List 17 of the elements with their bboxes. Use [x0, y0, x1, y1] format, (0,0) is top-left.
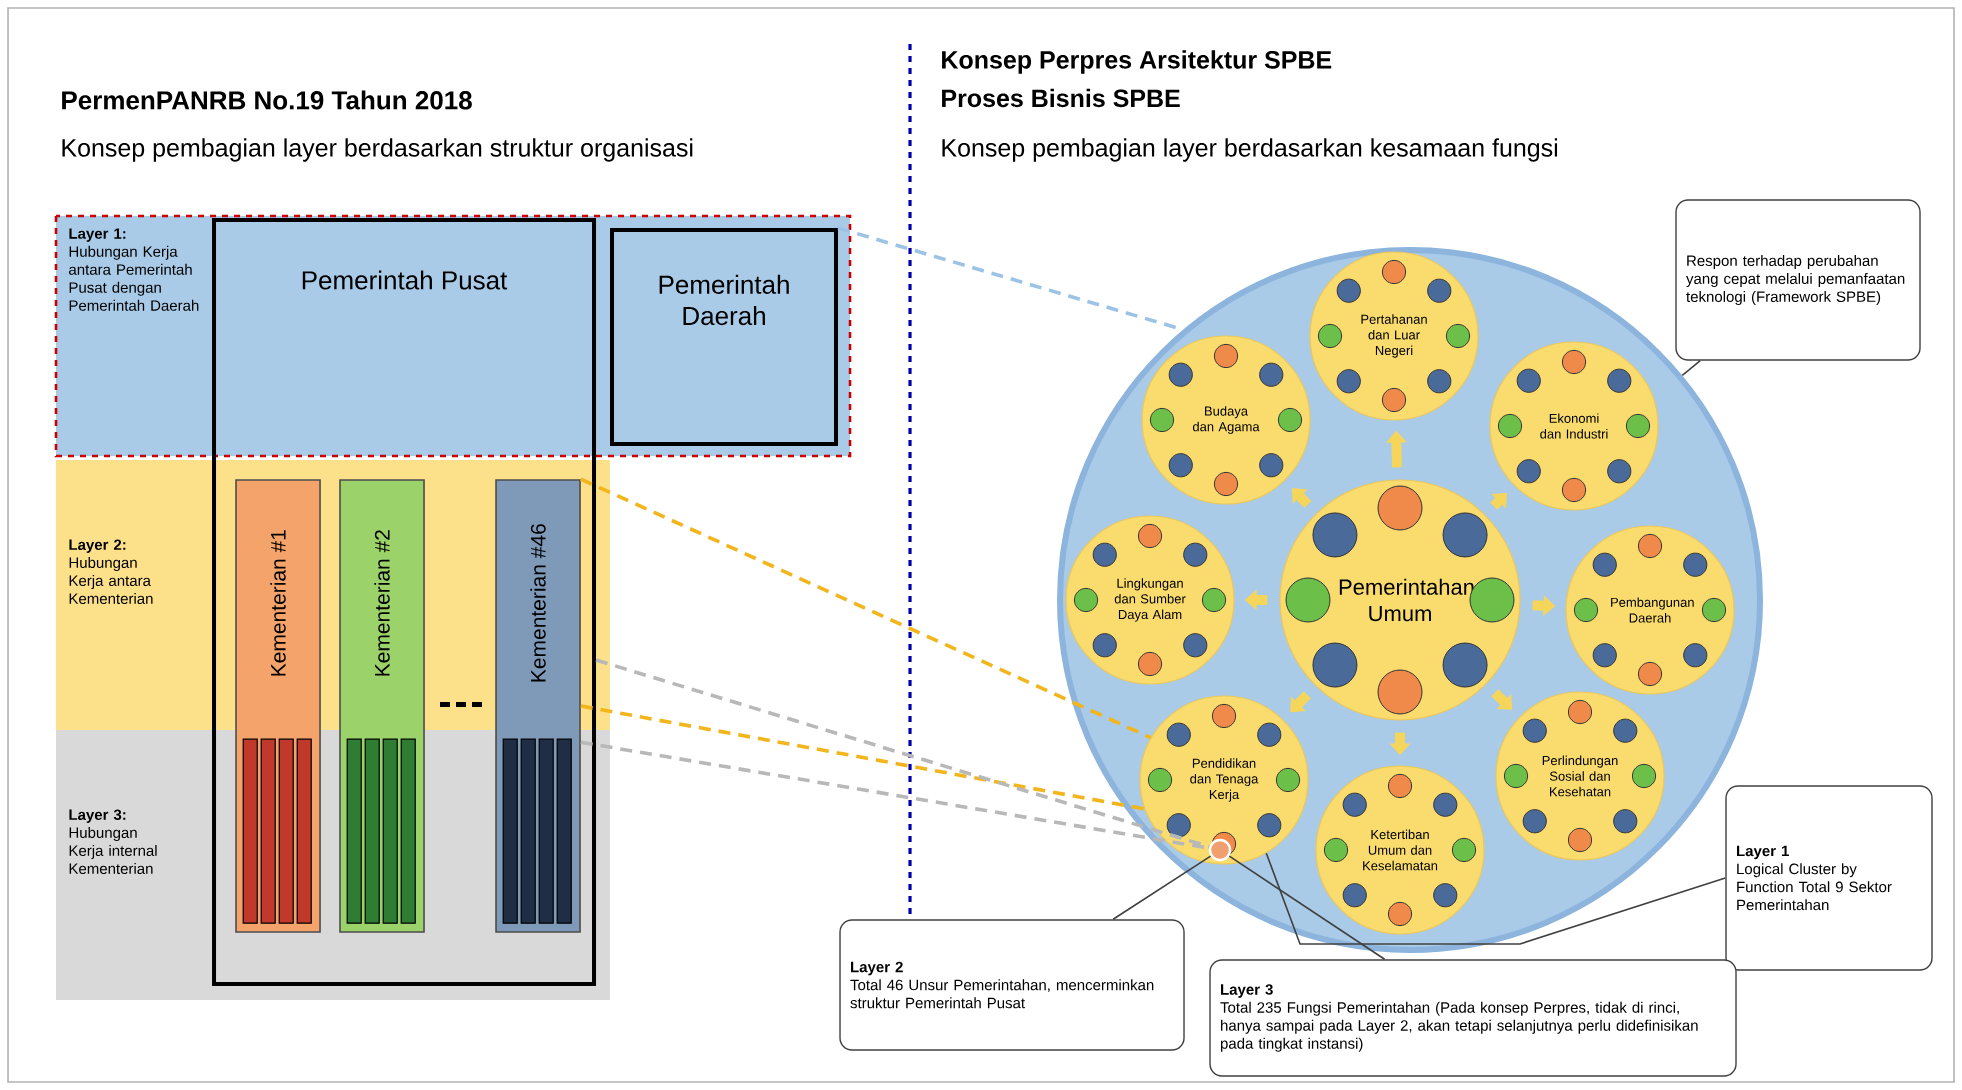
heading: PermenPANRB No.19 Tahun 2018 [62, 90, 472, 110]
heading: Konsep Perpres Arsitektur SPBE [942, 50, 1332, 74]
ministry-column: Kementerian #1 [235, 479, 321, 933]
mapping-line [595, 658, 1210, 849]
mapping-line [580, 704, 1145, 811]
heading: Proses Bisnis SPBE [942, 88, 1180, 108]
box-title: Pemerintah Pusat [302, 270, 508, 290]
arrow [1491, 689, 1513, 710]
subheading: Konsep pembagian layer berdasarkan kesamaan fungsi [942, 138, 1558, 162]
small-circle [1208, 838, 1232, 862]
arrow [1291, 488, 1312, 509]
ministry-column: Kementerian #46 [495, 479, 581, 933]
box-title: Pemerintah Daerah [659, 274, 789, 326]
mapping-line [580, 740, 1210, 850]
arrow [1290, 691, 1311, 713]
subheading: Konsep pembagian layer berdasarkan struktur organisasi [62, 138, 693, 162]
ministry-column: Kementerian #2 [339, 479, 425, 933]
